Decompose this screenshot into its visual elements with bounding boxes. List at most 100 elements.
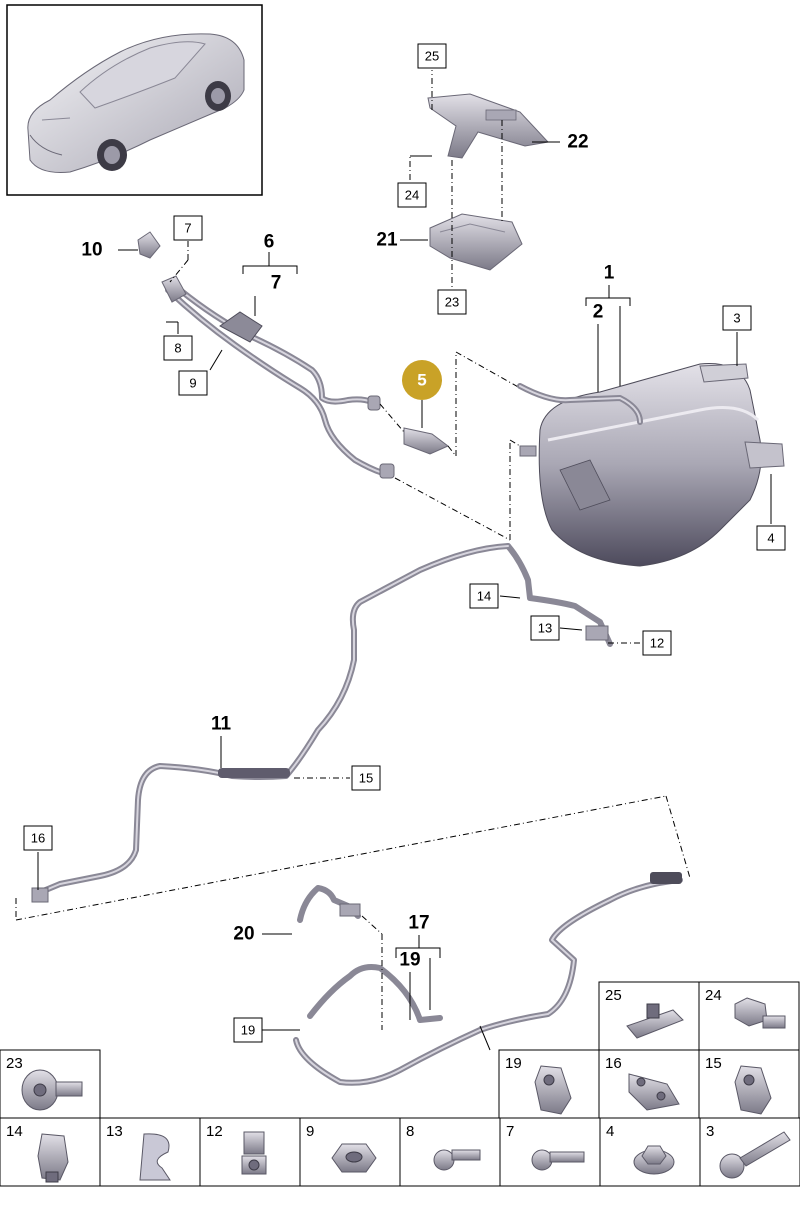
callout-number: 8 bbox=[174, 341, 181, 356]
part-label: 2 bbox=[593, 302, 604, 323]
flange-nut-icon bbox=[633, 1145, 675, 1175]
callout-number: 7 bbox=[184, 221, 191, 236]
legend-cell-number: 13 bbox=[106, 1123, 123, 1140]
callout-number: 15 bbox=[359, 771, 373, 786]
callout-box bbox=[397, 182, 427, 208]
legend-cell-number: 9 bbox=[306, 1123, 314, 1140]
part-callout: 16 bbox=[23, 825, 53, 851]
highlight-part-badge bbox=[402, 360, 442, 400]
legend-cell: 9 bbox=[299, 1117, 401, 1187]
control-unit-bracket bbox=[427, 93, 549, 159]
callout-box bbox=[722, 305, 752, 331]
callout-box bbox=[756, 525, 786, 551]
flange-bolt-icon bbox=[734, 997, 786, 1029]
callout-box bbox=[178, 370, 208, 396]
spring-clip-icon bbox=[139, 1133, 171, 1181]
highlight-part-number: 5 bbox=[417, 371, 426, 390]
callout-number: 4 bbox=[767, 531, 774, 546]
part-callout: 15 bbox=[351, 765, 381, 791]
legend-cell-number: 7 bbox=[506, 1123, 514, 1140]
legend-cell: 24 bbox=[698, 981, 800, 1051]
part-callout: 3 bbox=[722, 305, 752, 331]
legend-cell-number: 4 bbox=[606, 1123, 614, 1140]
part-label: 20 bbox=[233, 924, 254, 945]
part-callout: 25 bbox=[417, 43, 447, 69]
legend-cell: 19 bbox=[498, 1049, 600, 1119]
part-callout: 7 bbox=[173, 215, 203, 241]
hardware-legend: 25 24 23 19 16 15 14 13 12 9 8 7 4 3 bbox=[0, 981, 800, 1187]
legend-cell: 15 bbox=[698, 1049, 800, 1119]
part-callout: 24 bbox=[397, 182, 427, 208]
legend-cell-number: 24 bbox=[705, 987, 722, 1004]
callout-number: 13 bbox=[538, 621, 552, 636]
callout-number: 25 bbox=[425, 49, 439, 64]
legend-cell: 4 bbox=[599, 1117, 701, 1187]
part-callout: 14 bbox=[469, 583, 499, 609]
legend-cell-number: 16 bbox=[605, 1055, 622, 1072]
part-callout: 23 bbox=[437, 289, 467, 315]
hex-nut-icon bbox=[331, 1143, 377, 1173]
u-clip-nut-icon bbox=[626, 1003, 684, 1039]
legend-cell-number: 12 bbox=[206, 1123, 223, 1140]
vehicle-inset bbox=[6, 4, 263, 196]
filler-neck-assembly bbox=[137, 231, 395, 479]
legend-cell: 16 bbox=[598, 1049, 700, 1119]
short-bolt-icon bbox=[531, 1149, 585, 1171]
callout-box bbox=[417, 43, 447, 69]
callout-box bbox=[351, 765, 381, 791]
callout-number: 24 bbox=[405, 188, 419, 203]
callout-box bbox=[642, 630, 672, 656]
callout-box bbox=[23, 825, 53, 851]
legend-cell-number: 14 bbox=[6, 1123, 23, 1140]
stud-bolt-icon bbox=[433, 1149, 481, 1171]
line-clamp-icon bbox=[241, 1131, 267, 1175]
pipe-holder-icon bbox=[534, 1065, 572, 1115]
legend-cell: 12 bbox=[199, 1117, 301, 1187]
part-label: 17 bbox=[408, 913, 429, 934]
car-icon bbox=[27, 33, 245, 173]
legend-cell: 23 bbox=[0, 1049, 101, 1119]
legend-cell: 8 bbox=[399, 1117, 501, 1187]
torx-bolt-icon bbox=[21, 1069, 83, 1111]
callout-number: 19 bbox=[241, 1023, 255, 1038]
part-label: 7 bbox=[271, 273, 282, 294]
long-bolt-icon bbox=[719, 1131, 791, 1179]
part-callout: 13 bbox=[530, 615, 560, 641]
part-label: 11 bbox=[211, 714, 232, 735]
part-callout: 9 bbox=[178, 370, 208, 396]
part-callout: 19 bbox=[233, 1017, 263, 1043]
callout-number: 16 bbox=[31, 831, 45, 846]
callout-box bbox=[163, 335, 193, 361]
legend-cell: 25 bbox=[598, 981, 700, 1051]
part-label: 10 bbox=[81, 240, 102, 261]
part-label: 6 bbox=[264, 232, 275, 253]
callout-number: 23 bbox=[445, 295, 459, 310]
callout-number: 14 bbox=[477, 589, 491, 604]
legend-cell-number: 23 bbox=[6, 1055, 23, 1072]
legend-cell-number: 19 bbox=[505, 1055, 522, 1072]
part-callout: 8 bbox=[163, 335, 193, 361]
part-label: 22 bbox=[567, 132, 588, 153]
legend-cell: 7 bbox=[499, 1117, 601, 1187]
callout-box bbox=[173, 215, 203, 241]
callout-box bbox=[233, 1017, 263, 1043]
callout-number: 9 bbox=[189, 376, 196, 391]
part-callout: 12 bbox=[642, 630, 672, 656]
part-callout: 4 bbox=[756, 525, 786, 551]
part-label: 21 bbox=[376, 230, 398, 251]
pipe-clip-icon bbox=[37, 1133, 69, 1183]
callout-number: 3 bbox=[733, 311, 740, 326]
legend-cell: 13 bbox=[99, 1117, 201, 1187]
legend-cell-number: 3 bbox=[706, 1123, 714, 1140]
fuel-line-long bbox=[31, 543, 613, 903]
pipe-holder-icon bbox=[734, 1065, 772, 1115]
legend-cell-number: 8 bbox=[406, 1123, 414, 1140]
control-unit bbox=[429, 213, 523, 271]
vent-valve bbox=[403, 427, 449, 455]
activated-carbon-canister bbox=[517, 363, 785, 567]
part-label: 1 bbox=[604, 263, 615, 284]
legend-cell: 14 bbox=[0, 1117, 101, 1187]
